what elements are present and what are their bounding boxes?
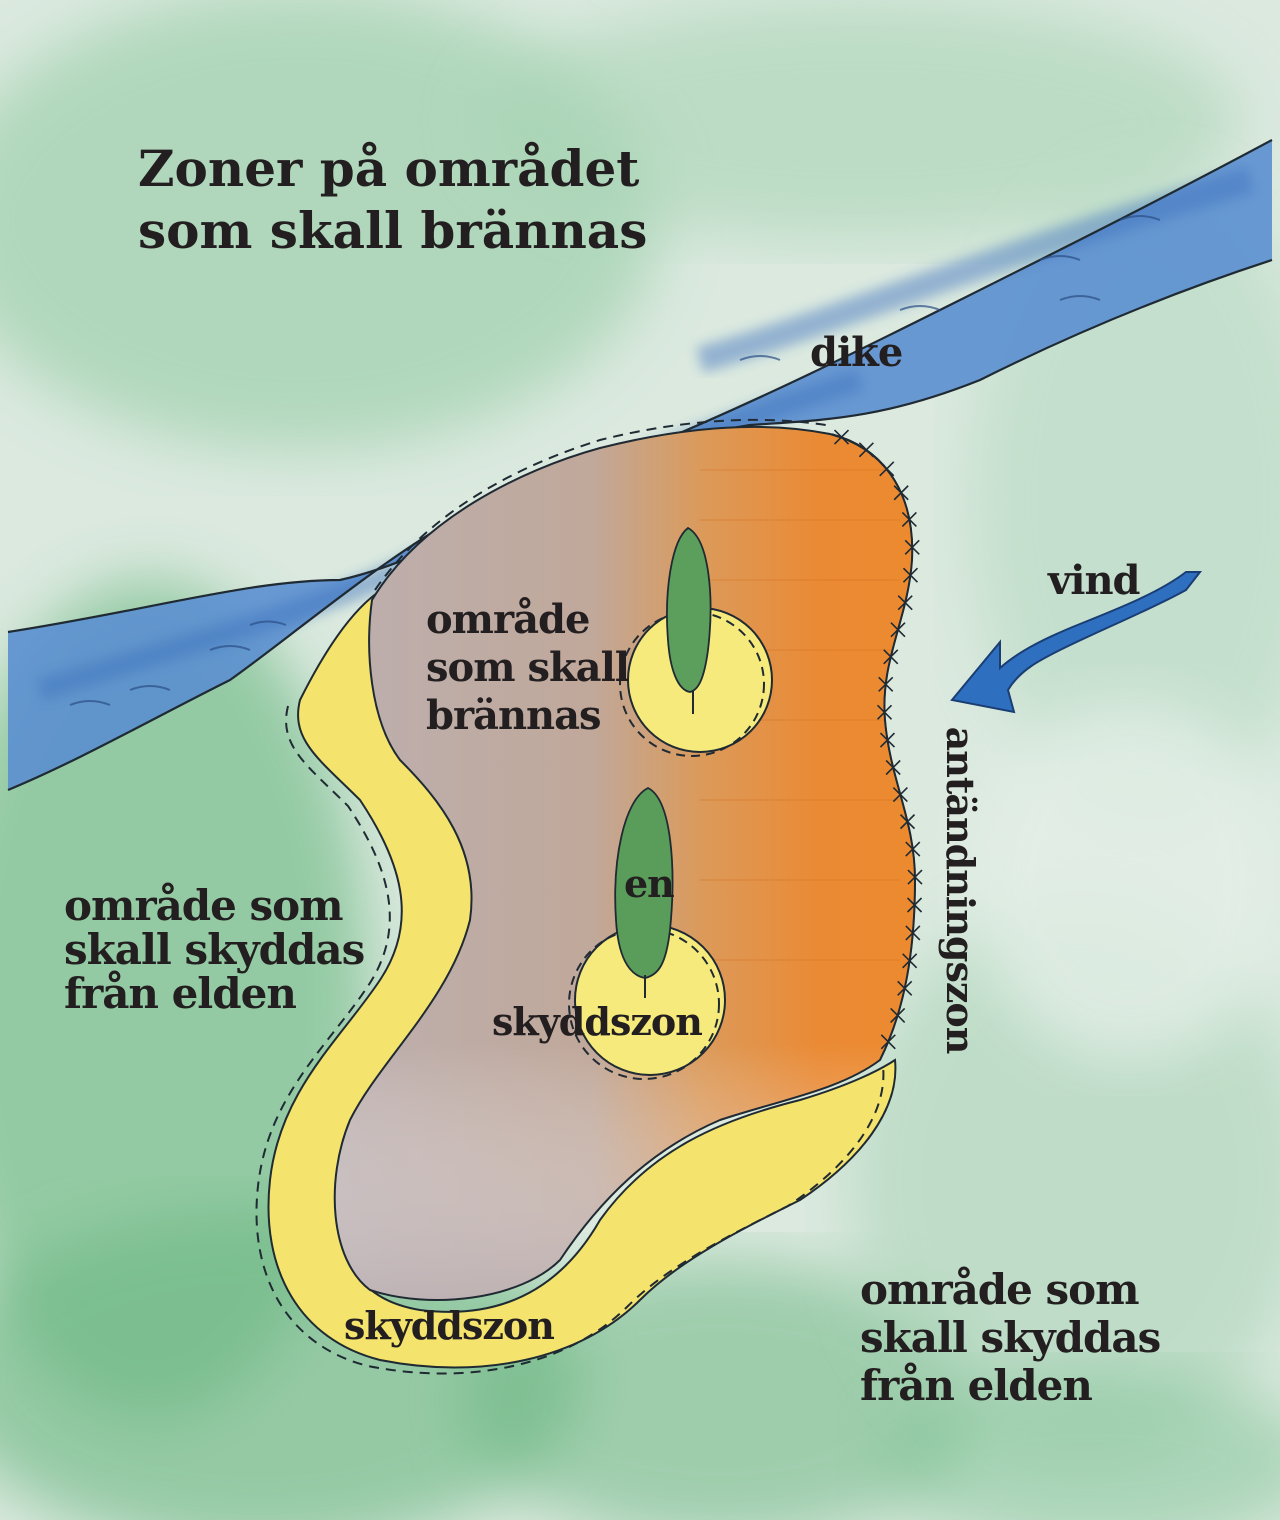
juniper-label: en bbox=[624, 862, 674, 906]
ignition-zone-label: antändningszon bbox=[938, 727, 982, 1054]
burn-area-label: område som skall brännas bbox=[426, 596, 629, 740]
protected-area-left-label: område som skall skyddas från elden bbox=[64, 884, 364, 1016]
protected-area-right-label: område som skall skyddas från elden bbox=[860, 1266, 1160, 1410]
protection-zone-tree-label: skyddszon bbox=[492, 1000, 702, 1044]
protection-zone-strip-label: skyddszon bbox=[344, 1304, 554, 1348]
wind-label: vind bbox=[1048, 558, 1140, 604]
ditch-label: dike bbox=[810, 330, 902, 376]
page-title: Zoner på området som skall brännas bbox=[138, 138, 647, 262]
